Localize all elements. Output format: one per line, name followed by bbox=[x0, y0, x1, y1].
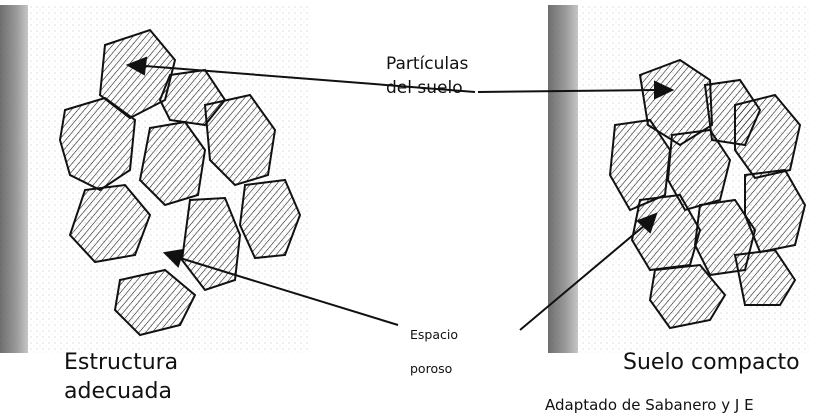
pore-space-label: Espacio poroso bbox=[410, 318, 458, 386]
source-note: Adaptado de Sabanero y J E bbox=[545, 395, 754, 415]
good-structure-caption: Estructura adecuada bbox=[64, 348, 178, 406]
good-structure-caption-line-1: Estructura bbox=[64, 348, 178, 377]
pore-space-label-line-2: poroso bbox=[410, 352, 458, 386]
good-structure-caption-line-2: adecuada bbox=[64, 377, 178, 406]
compact-soil-caption: Suelo compacto bbox=[623, 348, 800, 377]
particles-label-line-2: del suelo bbox=[386, 76, 468, 100]
particles-label: Partículas del suelo bbox=[386, 52, 468, 100]
particles-label-line-1: Partículas bbox=[386, 52, 468, 76]
pore-space-label-line-1: Espacio bbox=[410, 318, 458, 352]
